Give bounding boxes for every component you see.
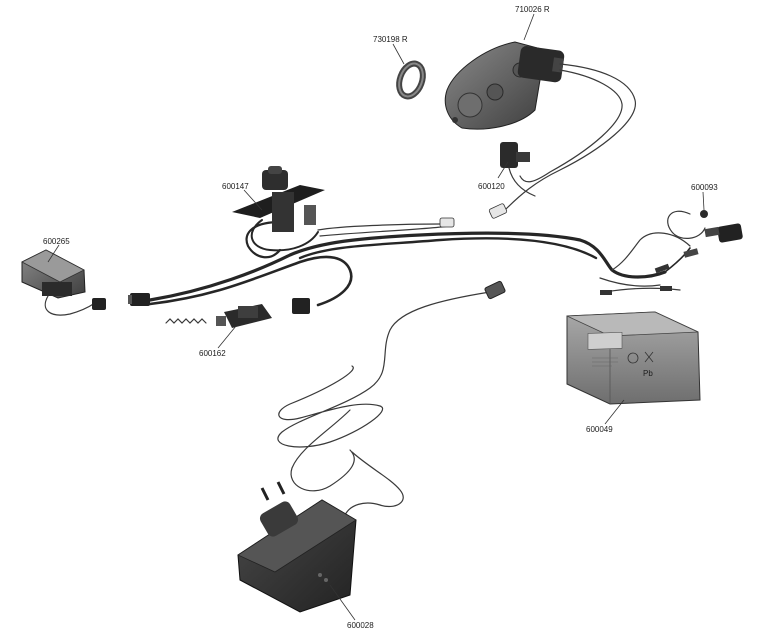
forward-reverse-switch[interactable]	[232, 166, 325, 252]
harness-connector[interactable]	[128, 293, 150, 306]
white-connector-left[interactable]	[439, 217, 455, 228]
charger[interactable]	[237, 481, 357, 613]
motor-leads	[504, 63, 636, 211]
battery-pb-symbol: Pb	[643, 369, 653, 378]
motor-gearbox[interactable]	[444, 41, 565, 130]
label-730198r: 730198 R	[373, 35, 408, 44]
label-600147: 600147	[222, 182, 249, 191]
main-harness	[148, 220, 691, 307]
label-600120: 600120	[478, 182, 505, 191]
white-connector-right[interactable]	[488, 203, 508, 219]
spring-switch[interactable]	[165, 304, 272, 328]
label-600049: 600049	[586, 425, 613, 434]
label-710026r: 710026 R	[515, 5, 550, 14]
motor-ring[interactable]	[395, 60, 427, 100]
label-600162: 600162	[199, 349, 226, 358]
label-600093: 600093	[691, 183, 718, 192]
leader-lines	[47, 13, 705, 621]
center-connector[interactable]	[292, 298, 310, 314]
motor-plug[interactable]	[500, 142, 536, 197]
battery[interactable]: Pb	[566, 311, 701, 405]
label-600028: 600028	[347, 621, 374, 630]
fuse-holder[interactable]	[600, 210, 743, 295]
label-600265: 600265	[43, 237, 70, 246]
foot-pedal-switch[interactable]	[21, 249, 106, 316]
charger-cable	[277, 280, 506, 516]
